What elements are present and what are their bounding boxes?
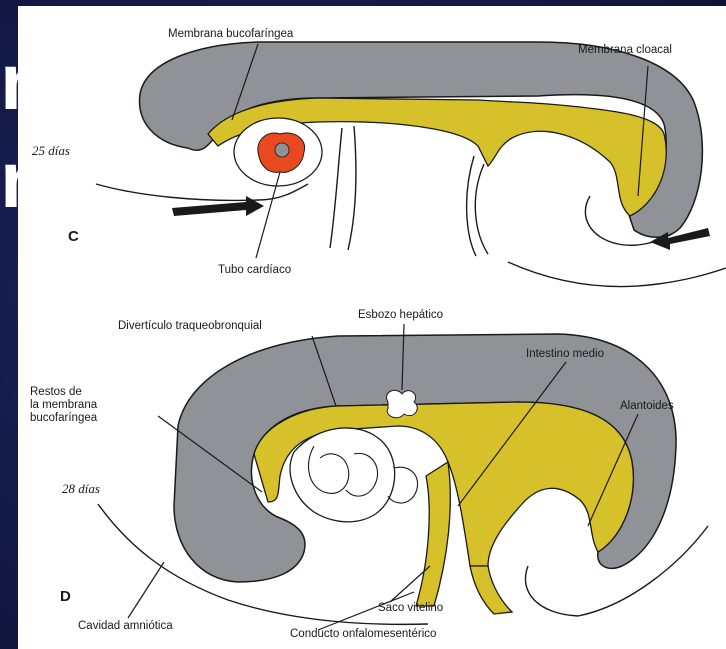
label-membrana-bucofaringea: Membrana bucofaríngea xyxy=(168,28,293,41)
label-diverticulo-traqueobronquial: Divertículo traqueobronquial xyxy=(118,320,262,333)
panel-c-letter: C xyxy=(68,228,79,245)
label-intestino-medio: Intestino medio xyxy=(526,348,604,361)
embryo-figure: Membrana bucofaríngea Membrana cloacal 2… xyxy=(18,6,726,649)
label-tubo-cardiaco: Tubo cardíaco xyxy=(218,264,291,277)
label-esbozo-hepatico: Esbozo hepático xyxy=(358,309,443,322)
label-restos-line-3: bucofaríngea xyxy=(30,412,97,425)
label-conducto-onfalomesenterico: Conducto onfalomesentérico xyxy=(290,628,436,641)
label-membrana-cloacal: Membrana cloacal xyxy=(578,44,672,57)
label-panel-c-age: 25 días xyxy=(32,144,70,159)
label-restos-line-1: Restos de xyxy=(30,386,97,399)
label-alantoides: Alantoides xyxy=(620,400,674,413)
label-restos-line-2: la membrana xyxy=(30,399,97,412)
label-cavidad-amniotica: Cavidad amniótica xyxy=(78,620,173,633)
label-panel-d-age: 28 días xyxy=(62,482,100,497)
panel-d-liver-bud xyxy=(387,390,418,417)
label-restos-membrana-bucofaringea: Restos de la membrana bucofaríngea xyxy=(30,386,97,426)
panel-c-heart-lumen xyxy=(275,143,289,157)
panel-d-letter: D xyxy=(60,588,71,605)
label-saco-vitelino: Saco vitelino xyxy=(378,602,443,615)
